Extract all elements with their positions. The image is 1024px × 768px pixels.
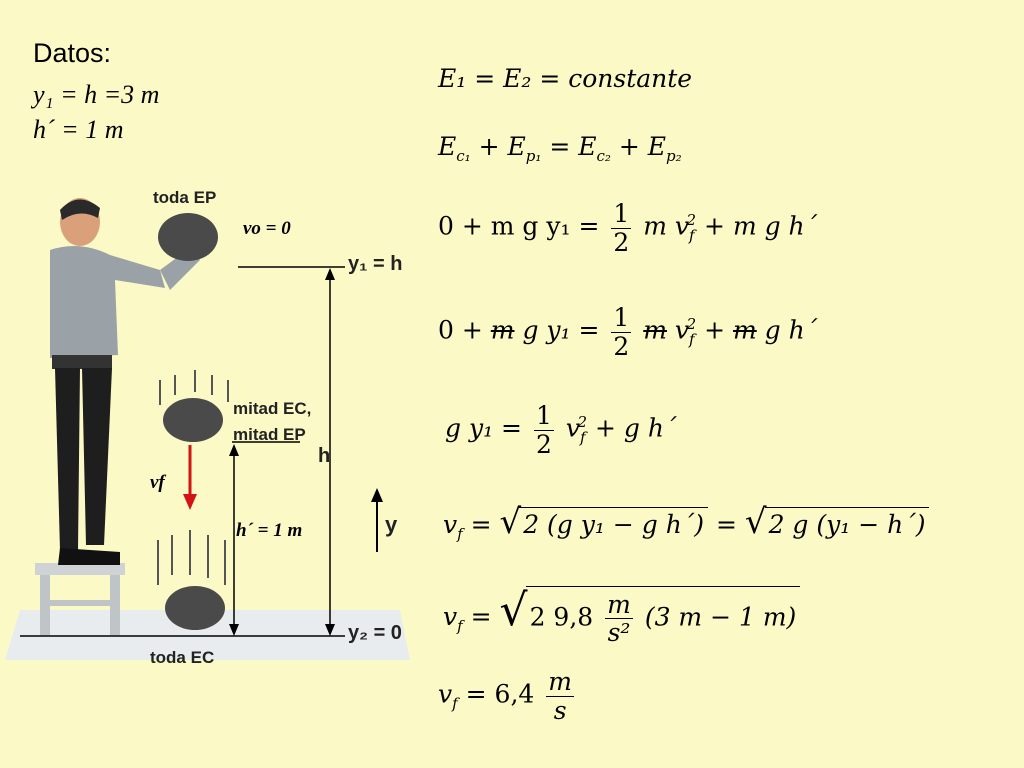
equation-step-6: vf = √2 (g y₁ − g h´) = √2 g (y₁ − h´) [443, 502, 930, 543]
y-axis-arrowhead [371, 488, 383, 502]
hprime-arrow-bottom [229, 624, 239, 636]
eq5-left: g y₁ = [445, 413, 522, 443]
eq6-sqrt-2: 2 g (y₁ − h´) [764, 507, 930, 539]
eq7-left: v [443, 602, 458, 631]
eq7-unit-num: m [605, 589, 633, 619]
label-toda-ec: toda EC [150, 648, 215, 667]
person [50, 198, 200, 565]
label-mitad-ec: mitad EC, [233, 399, 312, 418]
rock-middle [163, 398, 223, 442]
reference-lines [20, 266, 345, 637]
eq8-left: v [438, 679, 453, 709]
datos-y1: y₁ = h =3 m [33, 80, 160, 109]
eq5-right: v [565, 413, 580, 443]
eq8-value: = 6,4 [465, 679, 535, 709]
datos-title: Datos: [33, 38, 112, 68]
equation-energy-conservation: E₁ = E₂ = constante [438, 64, 693, 93]
datos-hprime: h´ = 1 m [33, 115, 124, 144]
label-vf: vf [150, 472, 165, 493]
rock-bottom [165, 586, 225, 630]
eq4-tail: g h´ [764, 315, 818, 345]
eq4-left-a: 0 + [438, 315, 483, 345]
eq7-number: 2 9,8 [529, 602, 594, 631]
stool [35, 563, 125, 635]
label-vo: vo = 0 [243, 218, 291, 239]
hprime-arrow-top [229, 444, 239, 456]
eq3-left: 0 + m g y₁ = [438, 211, 600, 241]
eq4-m-cancel-1: m [490, 315, 515, 345]
eq4-left-b: g y₁ = [522, 315, 600, 345]
eq5-tail: + g h´ [595, 413, 677, 443]
eq7-paren: (3 m − 1 m) [644, 602, 797, 631]
eq8-unit-num: m [546, 667, 574, 697]
eq3-right: m v [643, 211, 689, 241]
eq7-unit-den: s² [607, 618, 631, 647]
falling-rock-figure [5, 198, 410, 660]
eq8-unit-den: s [553, 695, 567, 725]
label-mitad-ep: mitad EP [233, 425, 306, 444]
label-y1-h: y₁ = h [348, 253, 403, 275]
eq6-left: v [443, 510, 458, 539]
label-hprime: h´ = 1 m [236, 520, 303, 541]
floor [5, 610, 410, 660]
frac-num: 1 [611, 199, 632, 229]
rock-top [158, 213, 218, 261]
label-h: h [318, 445, 331, 467]
h-arrow-top [325, 268, 335, 280]
label-y2: y₂ = 0 [348, 622, 402, 644]
equation-energy-sum: Ec₁ + Ep₁ = Ec₂ + Ep₂ [438, 132, 682, 165]
h-arrow-bottom [325, 624, 335, 636]
label-toda-ep: toda EP [153, 188, 217, 207]
label-y: y [385, 512, 398, 537]
motion-streaks [157, 370, 229, 585]
eq3-tail: + m g h´ [704, 211, 818, 241]
frac-den: 2 [613, 227, 630, 257]
velocity-arrowhead [183, 494, 197, 510]
eq6-sqrt-1: 2 (g y₁ − g h´) [519, 507, 709, 539]
